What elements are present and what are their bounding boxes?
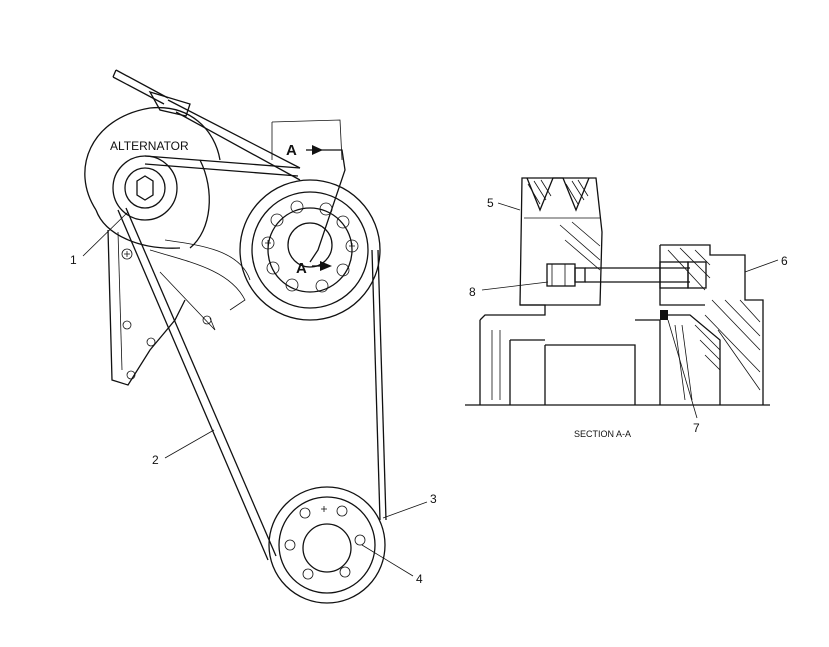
callout-2: 2: [152, 429, 215, 467]
callout-7-label: 7: [693, 421, 700, 435]
alternator-body: ALTERNATOR: [84, 106, 251, 311]
callout-5: 5: [487, 196, 521, 211]
crank-pulley-lower: [268, 486, 386, 604]
callout-5-label: 5: [487, 196, 494, 210]
crank-pulley-upper: [239, 179, 381, 321]
section-shaft: [465, 304, 770, 406]
section-hub-6: [659, 244, 764, 405]
section-marker-top: A: [286, 142, 297, 159]
section-bolt-8: [546, 261, 707, 289]
callout-4-label: 4: [416, 572, 423, 586]
callout-2-label: 2: [152, 453, 159, 467]
section-marker-bottom: A: [296, 260, 307, 277]
section-caption: SECTION A-A: [574, 429, 631, 439]
callout-4: 4: [361, 544, 423, 586]
section-oring-7: [660, 310, 668, 320]
callout-7: 7: [667, 319, 700, 435]
alternator-label: ALTERNATOR: [110, 139, 189, 153]
callout-6-label: 6: [781, 254, 788, 268]
callout-8: 8: [469, 281, 549, 299]
drive-belt: [117, 155, 387, 561]
callout-1: 1: [70, 211, 129, 267]
section-cut-marker: A A: [271, 119, 346, 277]
callout-6: 6: [744, 254, 788, 273]
callout-3: 3: [382, 492, 437, 519]
callout-3-label: 3: [430, 492, 437, 506]
callout-8-label: 8: [469, 285, 476, 299]
alternator-bracket: [107, 69, 301, 386]
callout-1-label: 1: [70, 253, 77, 267]
